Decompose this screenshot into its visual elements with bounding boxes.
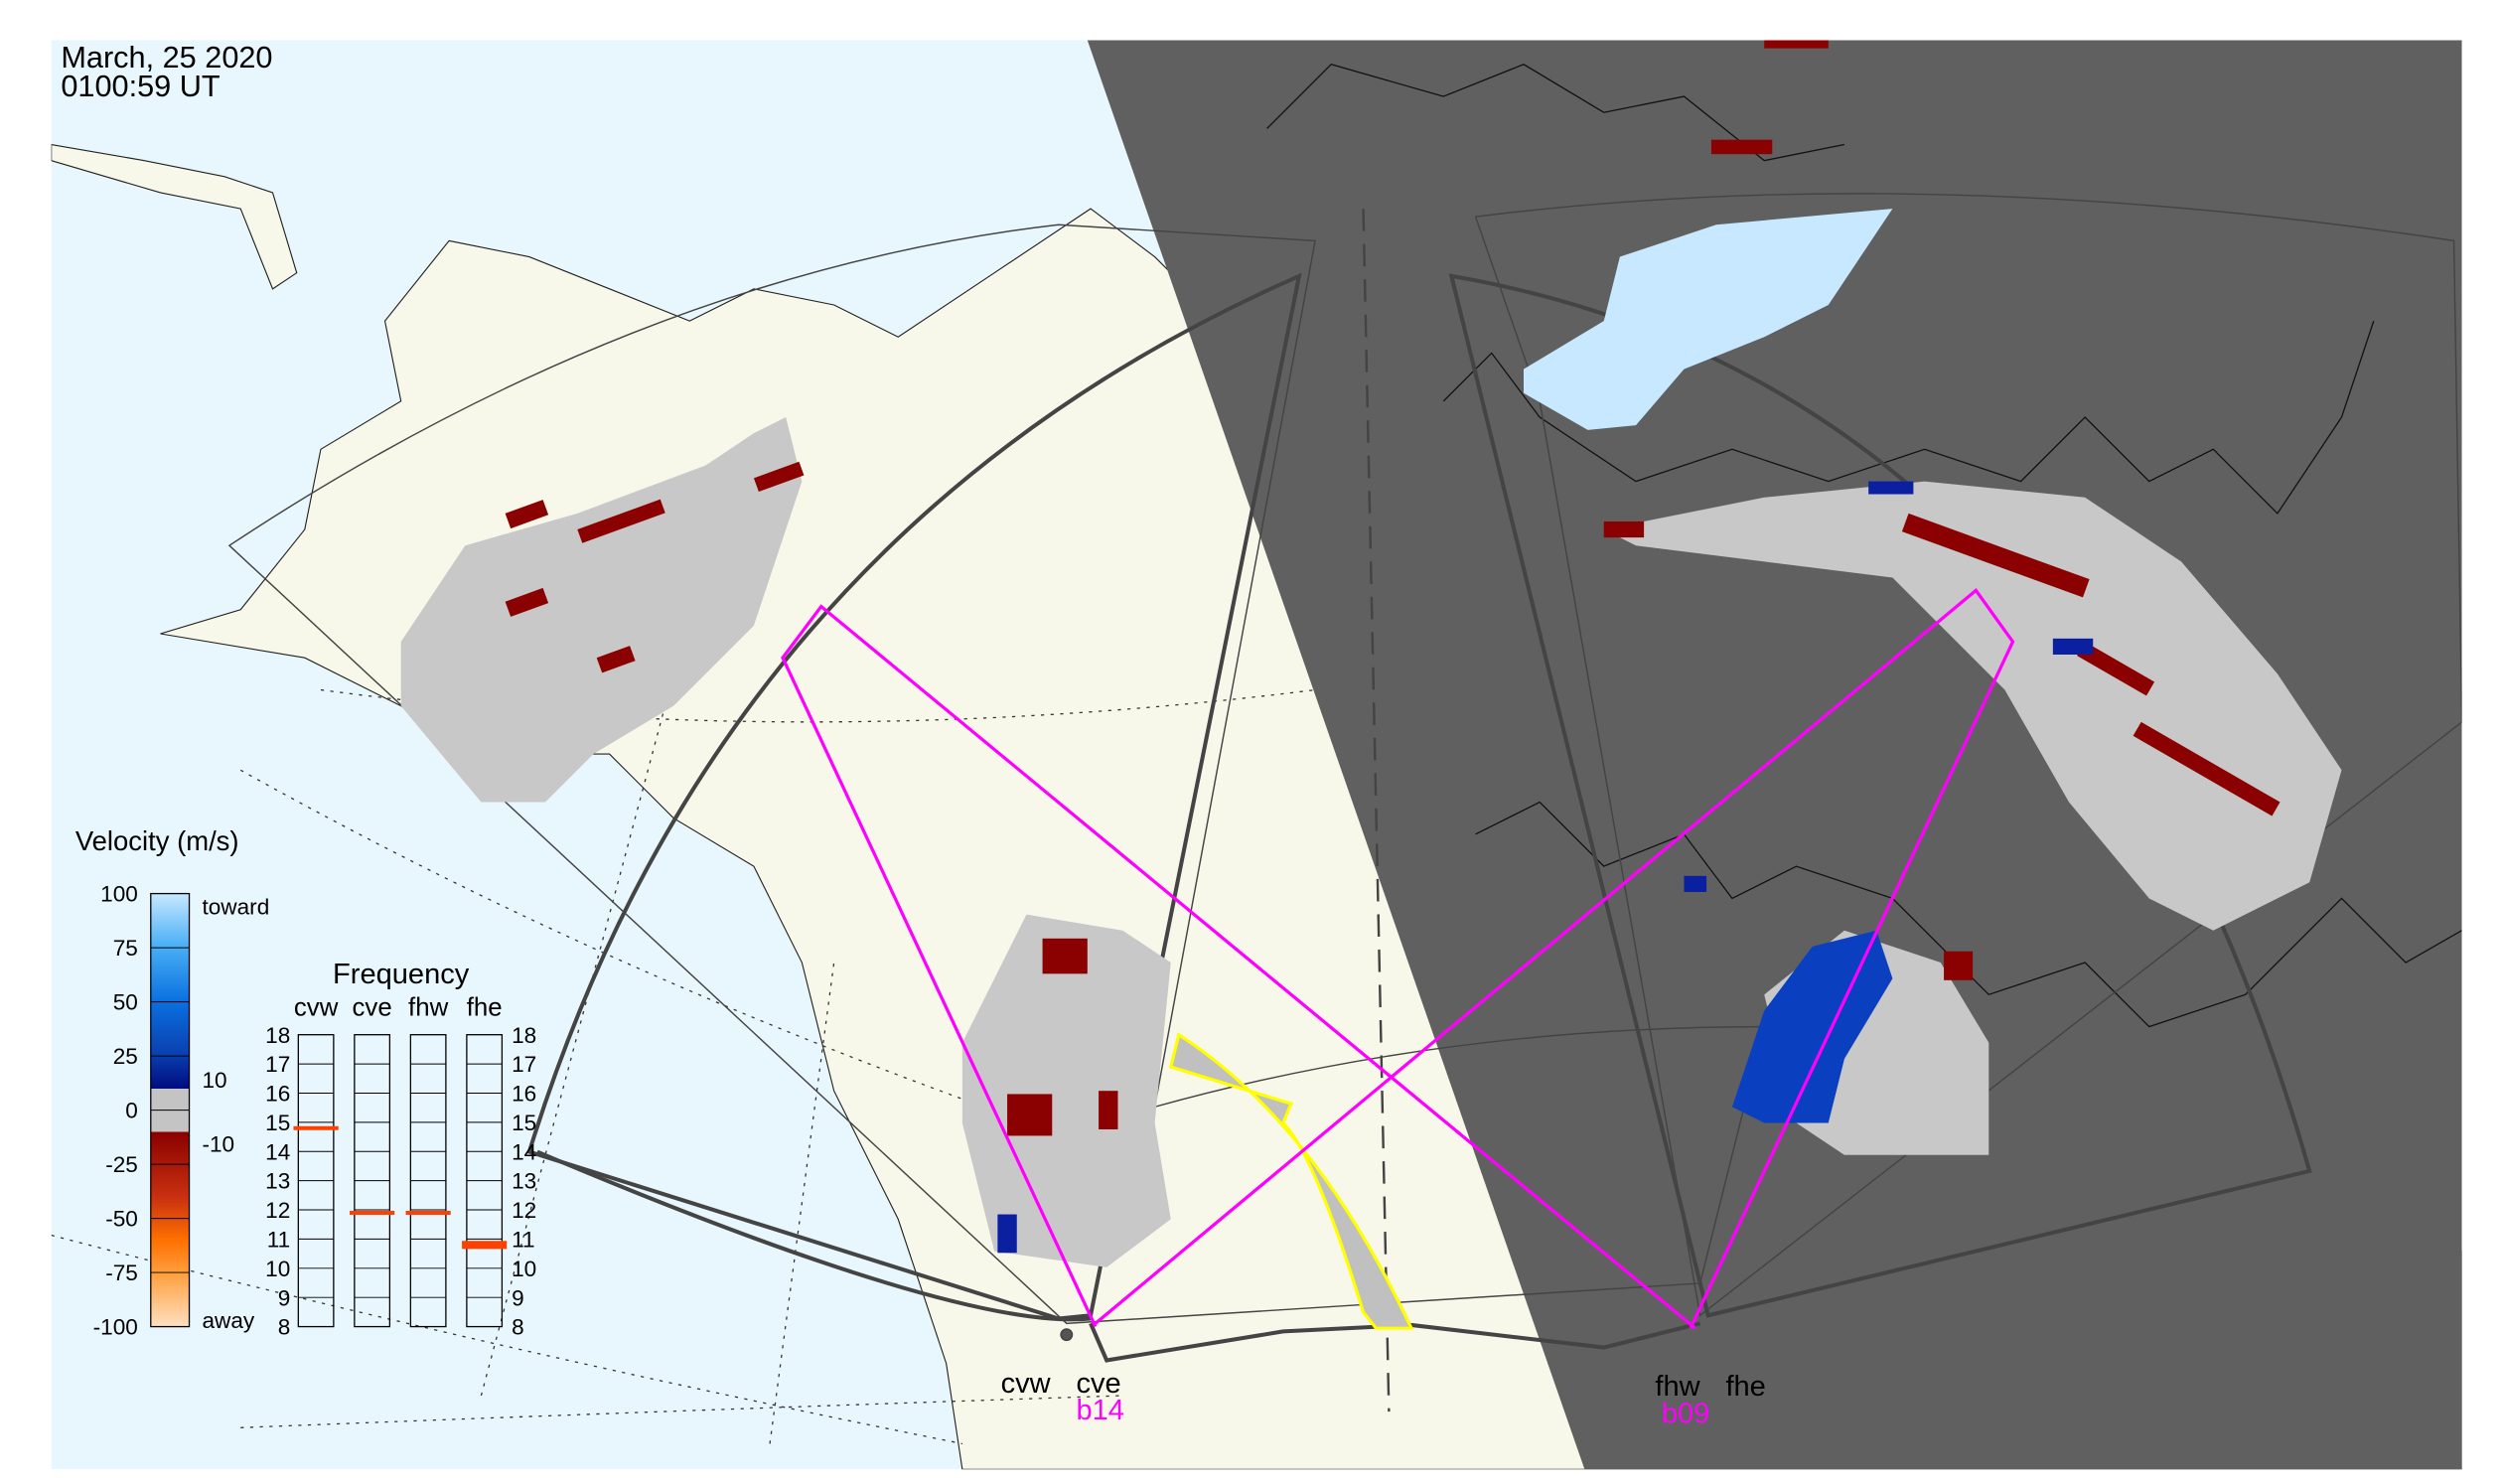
velocity-title: Velocity (m/s) xyxy=(75,825,239,856)
beam-b09-label: b09 xyxy=(1662,1398,1709,1429)
night-terminator xyxy=(1087,40,2462,1470)
velocity-tick: 50 xyxy=(113,990,138,1015)
frequency-tick-left: 14 xyxy=(265,1139,290,1164)
frequency-tick-left: 9 xyxy=(278,1285,291,1310)
radar-fhe-label: fhe xyxy=(467,993,503,1021)
station-cve-label: cve xyxy=(1076,1368,1120,1400)
frequency-tick-right: 17 xyxy=(512,1052,536,1077)
velocity-tick: -25 xyxy=(105,1152,138,1177)
radar-fhw-label: fhw xyxy=(408,993,449,1021)
frequency-tick-left: 10 xyxy=(265,1257,290,1281)
lower-threshold-label: -10 xyxy=(202,1132,234,1157)
frequency-tick-right: 11 xyxy=(512,1227,534,1252)
velocity-tick: -75 xyxy=(105,1261,138,1285)
frequency-tick-right: 10 xyxy=(512,1257,536,1281)
velocity-tick: 25 xyxy=(113,1044,138,1069)
frequency-tick-right: 9 xyxy=(512,1285,524,1310)
radar-cvw-label: cvw xyxy=(294,993,339,1021)
velocity-colorbar: Velocity (m/s) 100 75 50 25 0 -25 -50 -75 -100 t… xyxy=(75,825,269,1340)
frequency-tick-right: 16 xyxy=(512,1082,536,1107)
frequency-tick-left: 18 xyxy=(265,1023,290,1048)
frequency-tick-right: 13 xyxy=(512,1169,536,1194)
velocity-tick: 100 xyxy=(100,882,138,907)
frequency-tick-right: 14 xyxy=(512,1139,536,1164)
date-label: March, 25 2020 xyxy=(61,40,272,74)
frequency-title: Frequency xyxy=(333,959,470,990)
toward-label: toward xyxy=(202,895,269,920)
frequency-tick-left: 11 xyxy=(267,1227,290,1252)
frequency-tick-right: 12 xyxy=(512,1198,536,1223)
frequency-tick-left: 8 xyxy=(278,1315,291,1340)
frequency-tick-right: 8 xyxy=(512,1315,524,1340)
frequency-tick-left: 13 xyxy=(265,1169,290,1194)
station-cvw-label: cvw xyxy=(1001,1368,1052,1400)
beam-b14-label: b14 xyxy=(1076,1395,1123,1426)
away-label: away xyxy=(202,1308,254,1333)
velocity-tick: -100 xyxy=(93,1315,138,1340)
radar-fields-of-view xyxy=(227,193,2462,1412)
frequency-tick-left: 16 xyxy=(265,1082,290,1107)
beam-outlines xyxy=(781,588,2015,1330)
station-fhw-label: fhw xyxy=(1655,1371,1700,1403)
frequency-tick-left: 15 xyxy=(265,1111,290,1135)
frequency-tick-right: 15 xyxy=(512,1111,536,1135)
highlighted-beam-range xyxy=(1168,1032,1414,1330)
beam-b09 xyxy=(1094,588,2015,1329)
frequency-tick-left: 17 xyxy=(265,1052,290,1077)
frequency-tick-left: 12 xyxy=(265,1198,290,1223)
velocity-tick: 0 xyxy=(125,1099,138,1123)
station-fhe-label: fhe xyxy=(1725,1371,1765,1403)
beam-b14 xyxy=(781,604,1696,1330)
upper-threshold-label: 10 xyxy=(202,1068,226,1093)
backscatter-cells xyxy=(400,40,2342,1330)
radar-cve-label: cve xyxy=(353,993,392,1021)
landmass-asia xyxy=(51,143,298,290)
velocity-tick: -50 xyxy=(105,1207,138,1232)
lat-lon-grid xyxy=(51,673,1316,1445)
time-label: 0100:59 UT xyxy=(61,69,221,103)
velocity-tick: 75 xyxy=(113,936,138,961)
frequency-tick-right: 18 xyxy=(512,1023,536,1048)
